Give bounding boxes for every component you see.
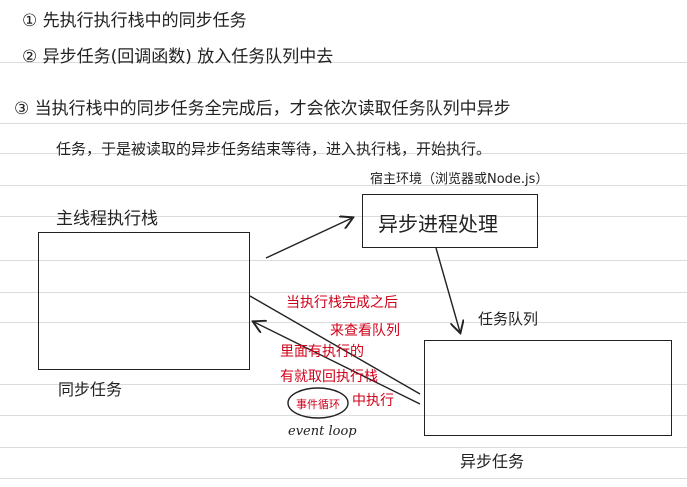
ruled-line	[0, 62, 687, 63]
sync-tasks-label: 同步任务	[58, 380, 123, 399]
main-thread-label: 主线程执行栈	[56, 209, 158, 229]
host-environment-label: 宿主环境（浏览器或Node.js）	[370, 172, 549, 187]
ruled-line	[0, 447, 687, 448]
ruled-line	[0, 292, 687, 293]
arrow-async-to-queue	[435, 247, 460, 332]
note-line-4: 任务，于是被读取的异步任务结束等待，进入执行栈，开始执行。	[56, 140, 492, 158]
annotation-line-6: 中执行	[352, 393, 394, 409]
event-loop-label: event loop	[288, 424, 357, 439]
ruled-line	[0, 185, 687, 186]
arrow-queue-to-main	[254, 322, 421, 405]
annotation-line-1: 当执行栈完成之后	[286, 295, 398, 311]
note-line-3: ③ 当执行栈中的同步任务全完成后，才会依次读取任务队列中异步	[14, 99, 511, 119]
ruled-line	[0, 478, 687, 479]
arrow-main-to-queue	[249, 295, 421, 395]
annotation-line-3: 里面有执行的	[280, 344, 364, 360]
ruled-line	[0, 415, 687, 416]
ruled-line	[0, 123, 687, 124]
async-tasks-label: 异步任务	[460, 452, 525, 471]
async-process-label: 异步进程处理	[378, 212, 498, 236]
note-line-1: ① 先执行执行栈中的同步任务	[22, 11, 247, 31]
note-line-2: ② 异步任务(回调函数) 放入任务队列中去	[22, 47, 334, 67]
ruled-line	[0, 322, 687, 323]
task-queue-label: 任务队列	[478, 310, 539, 328]
ruled-line	[0, 153, 687, 154]
event-loop-circle	[287, 387, 349, 419]
ruled-line	[0, 384, 687, 385]
main-thread-stack-box	[38, 232, 250, 370]
annotation-line-2: 来查看队列	[330, 323, 400, 339]
annotation-line-5: 事件循环	[296, 398, 340, 411]
task-queue-box	[424, 340, 672, 436]
annotation-line-4: 有就取回执行栈	[280, 369, 378, 385]
ruled-line	[0, 260, 687, 261]
arrow-main-to-async	[265, 218, 352, 259]
async-process-box	[362, 194, 538, 248]
